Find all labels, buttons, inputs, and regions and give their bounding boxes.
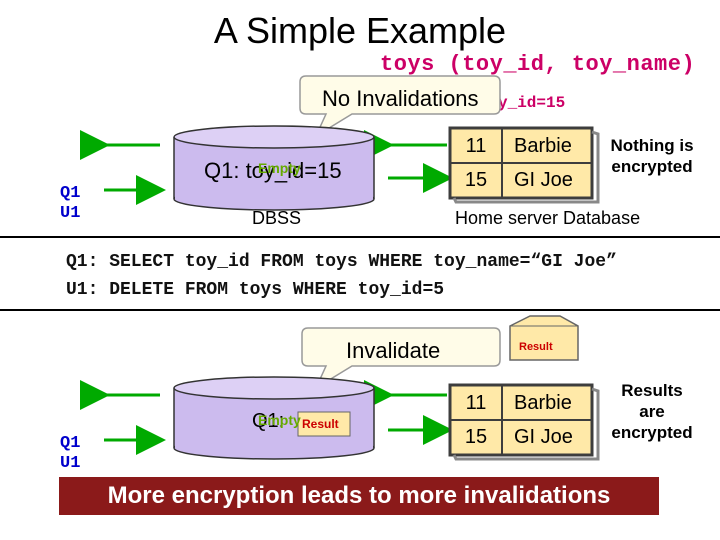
- note-line: encrypted: [611, 157, 693, 176]
- cell-name: Barbie: [514, 391, 572, 414]
- cell-id: 11: [465, 391, 487, 414]
- table-row: 11 Barbie: [450, 388, 592, 418]
- callout-text-top: No Invalidations: [322, 86, 479, 111]
- dbss-empty-top: Empty: [258, 160, 301, 176]
- dbss-label: DBSS: [252, 208, 302, 228]
- callout-bubble-top: [299, 75, 501, 138]
- note-line: are: [639, 402, 665, 421]
- dbss-result-bottom: Result: [302, 417, 339, 431]
- cell-name: GI Joe: [514, 168, 573, 191]
- conclusion-banner: More encryption leads to more invalidati…: [59, 477, 659, 515]
- cell-id: 15: [464, 168, 488, 191]
- dbss-empty-bottom: Empty: [258, 412, 301, 428]
- result-box-label: Result: [519, 341, 553, 353]
- cell-name: GI Joe: [514, 425, 573, 448]
- table-row: 15 GI Joe: [450, 165, 592, 195]
- sql-line-u1: U1: DELETE FROM toys WHERE toy_id=5: [66, 280, 445, 300]
- schema-text: toys (toy_id, toy_name): [380, 52, 696, 77]
- u1-label-bottom: U1: [60, 454, 81, 473]
- home-table-top: [448, 126, 600, 204]
- cell-name: Barbie: [514, 134, 572, 157]
- note-top: Nothing is encrypted: [596, 135, 708, 177]
- table-row: 15 GI Joe: [450, 422, 592, 452]
- note-bottom: Results are encrypted: [596, 380, 708, 443]
- note-line: Nothing is: [610, 136, 694, 155]
- dbss-cylinder-top: [173, 125, 375, 211]
- callout-text-bottom: Invalidate: [346, 338, 441, 363]
- note-line: encrypted: [611, 423, 693, 442]
- query-fragment: y_id=15: [498, 94, 566, 112]
- dbss-query-top: Q1: toy_id=15: [204, 158, 342, 183]
- cell-id: 11: [465, 134, 487, 157]
- dbss-cylinder-bottom: [173, 376, 375, 460]
- table-top: 11 Barbie 15 GI Joe: [450, 131, 592, 195]
- sql-line-q1: Q1: SELECT toy_id FROM toys WHERE toy_na…: [66, 252, 617, 272]
- table-bottom: 11 Barbie 15 GI Joe: [450, 388, 592, 452]
- u1-label-top: U1: [60, 204, 81, 223]
- home-table-bottom: [448, 383, 600, 461]
- note-line: Results: [621, 381, 683, 400]
- cell-id: 15: [464, 425, 488, 448]
- slide-title: A Simple Example: [213, 10, 507, 51]
- dbss-query-bottom: Q1:: [252, 410, 285, 432]
- q1-label-top: Q1: [60, 184, 81, 203]
- callout-bubble-bottom: [301, 327, 501, 390]
- result-box: [509, 315, 579, 361]
- q1-label-bottom: Q1: [60, 434, 81, 453]
- home-server-label: Home server Database: [455, 208, 641, 228]
- table-row: 11 Barbie: [450, 131, 592, 161]
